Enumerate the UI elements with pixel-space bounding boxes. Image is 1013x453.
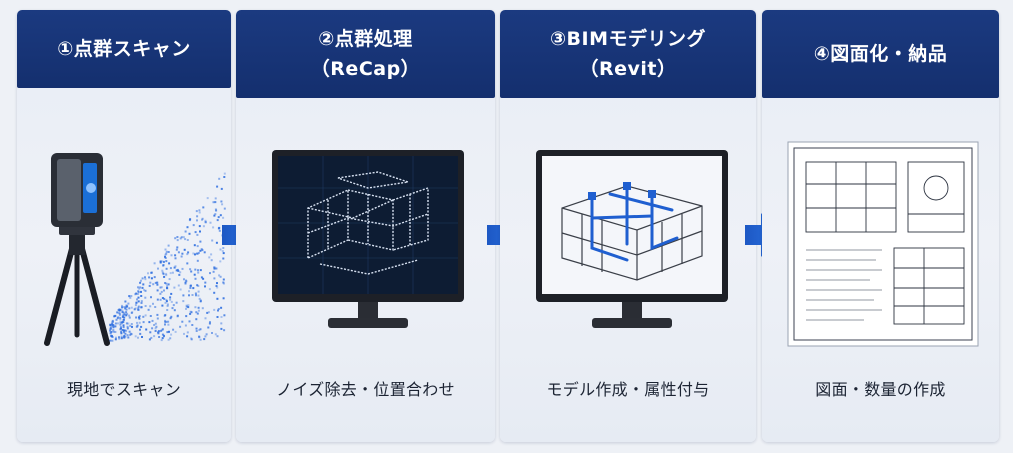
step-subtitle: （ReCap） [310,58,421,80]
step-caption: 図面・数量の作成 [815,380,946,399]
laser-scanner-icon [44,153,226,346]
step-title: ④図面化・納品 [813,43,948,65]
step-header: ①点群スキャン [17,10,231,88]
step-title: ③BIMモデリング [549,28,707,50]
step-header: ④図面化・納品 [762,10,999,98]
step-header: ③BIMモデリング （Revit） [500,10,756,98]
step-panel-processing: ②点群処理 （ReCap） ノイズ除去・位置合わせ [236,10,495,442]
step-panel-scan: ①点群スキャン 現地でスキャン [17,10,231,442]
point-cloud-spray [109,172,226,342]
drawing-sheet-icon [787,141,979,347]
step-panel-bim: ③BIMモデリング （Revit） モデル作成・属性付与 [500,10,756,442]
step-title: ①点群スキャン [57,38,191,60]
step-panel-drawing: ④図面化・納品 図面・数量の作成 [762,10,999,442]
step-header: ②点群処理 （ReCap） [236,10,495,98]
step-caption: 現地でスキャン [66,380,182,399]
point-cloud-monitor-icon [272,150,464,328]
step-title: ②点群処理 [318,28,413,50]
step-caption: ノイズ除去・位置合わせ [276,380,455,399]
step-subtitle: （Revit） [579,58,677,80]
bim-model-monitor-icon [536,150,728,328]
step-caption: モデル作成・属性付与 [546,380,710,399]
